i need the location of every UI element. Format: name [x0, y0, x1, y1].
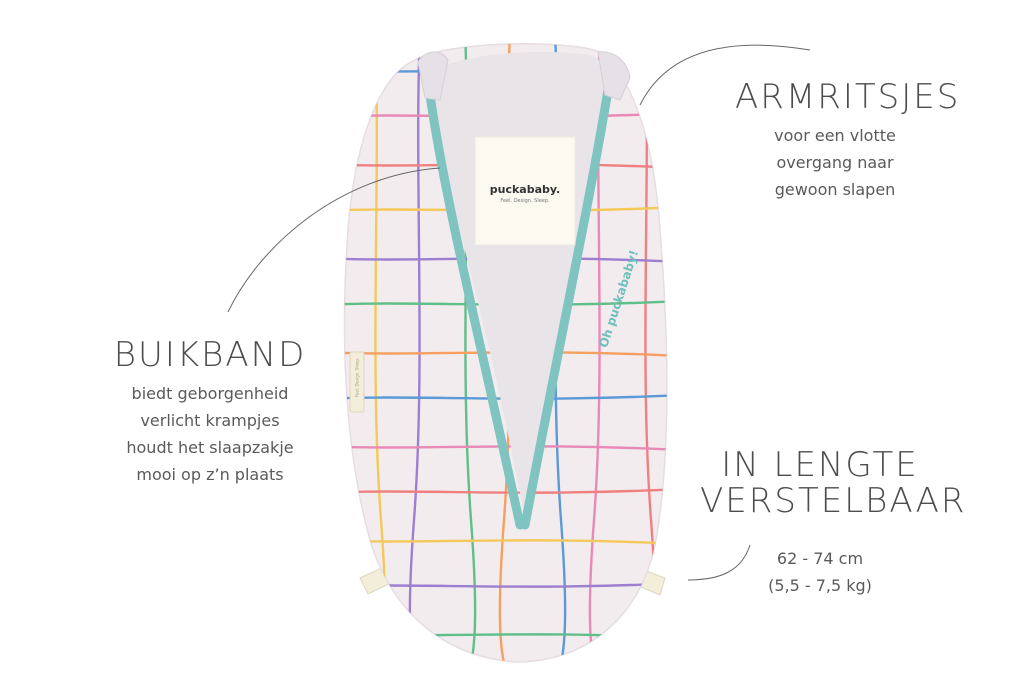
feature-title-lengte: IN LENGTE VERSTELBAAR — [700, 445, 967, 521]
zipper-trim-right — [520, 85, 613, 530]
desc-line: overgang naar — [776, 153, 894, 172]
side-tag — [349, 351, 365, 413]
desc-line: mooi op z’n plaats — [136, 465, 284, 484]
feature-desc-lengte: 62 - 74 cm (5,5 - 7,5 kg) — [710, 545, 930, 599]
grid-line-vertical — [680, 30, 690, 682]
zipper-trim-left — [425, 90, 525, 530]
inner-label-card — [474, 136, 576, 246]
desc-line: voor een vlotte — [774, 126, 896, 145]
feature-desc-armritsjes: voor een vlotte overgang naar gewoon sla… — [735, 122, 935, 203]
grid-line-vertical — [320, 30, 330, 682]
feature-title-buikband: BUIKBAND — [113, 335, 307, 375]
title-line: IN LENGTE — [721, 445, 919, 485]
right-shoulder — [597, 51, 631, 101]
grid-line-vertical — [373, 43, 387, 663]
desc-line: 62 - 74 cm — [776, 549, 864, 568]
inner-label-brand: puckababy. — [489, 183, 561, 196]
desc-line: (5,5 - 7,5 kg) — [768, 576, 872, 595]
grid-line-horizontal — [344, 444, 667, 453]
grid-line-vertical — [643, 43, 657, 663]
grid-line-vertical — [408, 43, 422, 663]
grid-line-horizontal — [344, 486, 667, 495]
desc-line: houdt het slaapzakje — [126, 438, 294, 457]
side-tag-text: Feel. Design. Sleep. — [354, 357, 360, 398]
left-shoulder — [417, 51, 449, 101]
desc-line: verlicht krampjes — [140, 411, 280, 430]
feature-title-armritsjes: ARMRITSJES — [735, 77, 961, 117]
feature-desc-buikband: biedt geborgenheid verlicht krampjes hou… — [100, 380, 320, 488]
desc-line: biedt geborgenheid — [131, 384, 289, 403]
desc-line: gewoon slapen — [774, 180, 896, 199]
inner-label-tagline: Feel. Design. Sleep. — [500, 198, 550, 204]
title-line: VERSTELBAAR — [700, 480, 967, 521]
